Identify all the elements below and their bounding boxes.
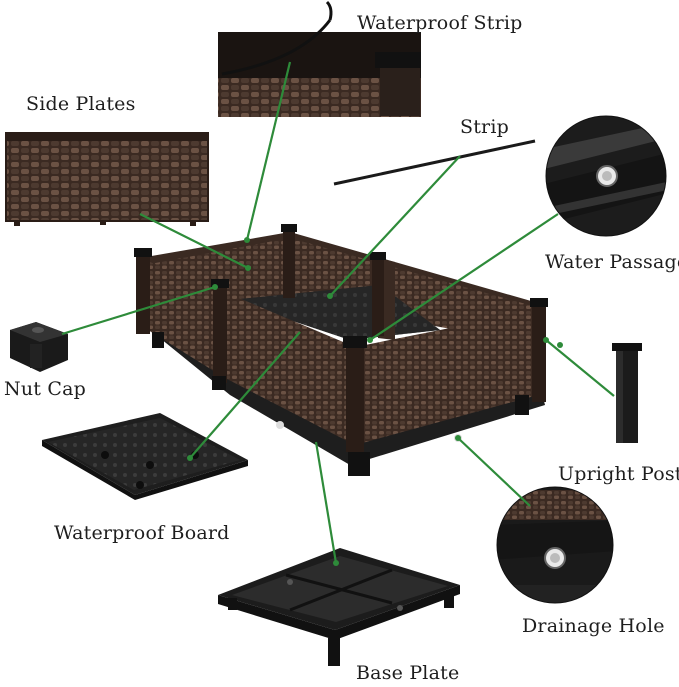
water-passage-inset <box>545 115 667 237</box>
label-upright-post: Upright Post <box>558 463 679 485</box>
leader-dot-strip <box>327 293 333 299</box>
label-drainage-hole: Drainage Hole <box>522 615 665 637</box>
leader-dot-waterproof-board <box>187 455 193 461</box>
leader-waterproof-board <box>189 331 301 459</box>
label-strip: Strip <box>460 116 509 138</box>
strip-rod <box>333 139 536 186</box>
label-waterproof-strip: Waterproof Strip <box>357 12 523 34</box>
leader-base-plate <box>314 441 338 564</box>
leader-drainage-hole <box>457 437 531 507</box>
leader-dot-upright-post <box>543 337 549 343</box>
leader-lines <box>61 61 615 564</box>
side-plate-image <box>5 132 209 226</box>
leader-side-plates <box>139 213 249 269</box>
base-plate-image <box>218 548 460 666</box>
leader-strip <box>329 155 461 297</box>
planter-box <box>134 224 548 476</box>
leader-dot-upright-post-end <box>557 342 563 348</box>
label-waterproof-board: Waterproof Board <box>54 522 230 544</box>
waterproof-strip-inset <box>218 0 421 117</box>
leader-waterproof-strip <box>245 61 292 241</box>
upright-post-image <box>612 343 642 443</box>
label-base-plate: Base Plate <box>356 662 460 684</box>
leader-dot-nut-cap <box>212 284 218 290</box>
leader-dot-drainage-hole <box>455 435 461 441</box>
drainage-hole-inset <box>496 486 614 604</box>
leader-dot-base-plate <box>333 560 339 566</box>
label-side-plates: Side Plates <box>26 93 136 115</box>
nut-cap-image <box>10 322 68 372</box>
label-nut-cap: Nut Cap <box>4 378 86 400</box>
leader-nut-cap <box>61 285 216 336</box>
waterproof-board-image <box>42 413 248 500</box>
leader-dot-side-plates <box>245 265 251 271</box>
leader-upright-post <box>545 339 615 397</box>
leader-dot-water-passage <box>367 337 373 343</box>
leader-water-passage <box>369 213 559 341</box>
label-water-passage: Water Passage <box>545 251 679 273</box>
leader-dot-waterproof-strip <box>244 237 250 243</box>
